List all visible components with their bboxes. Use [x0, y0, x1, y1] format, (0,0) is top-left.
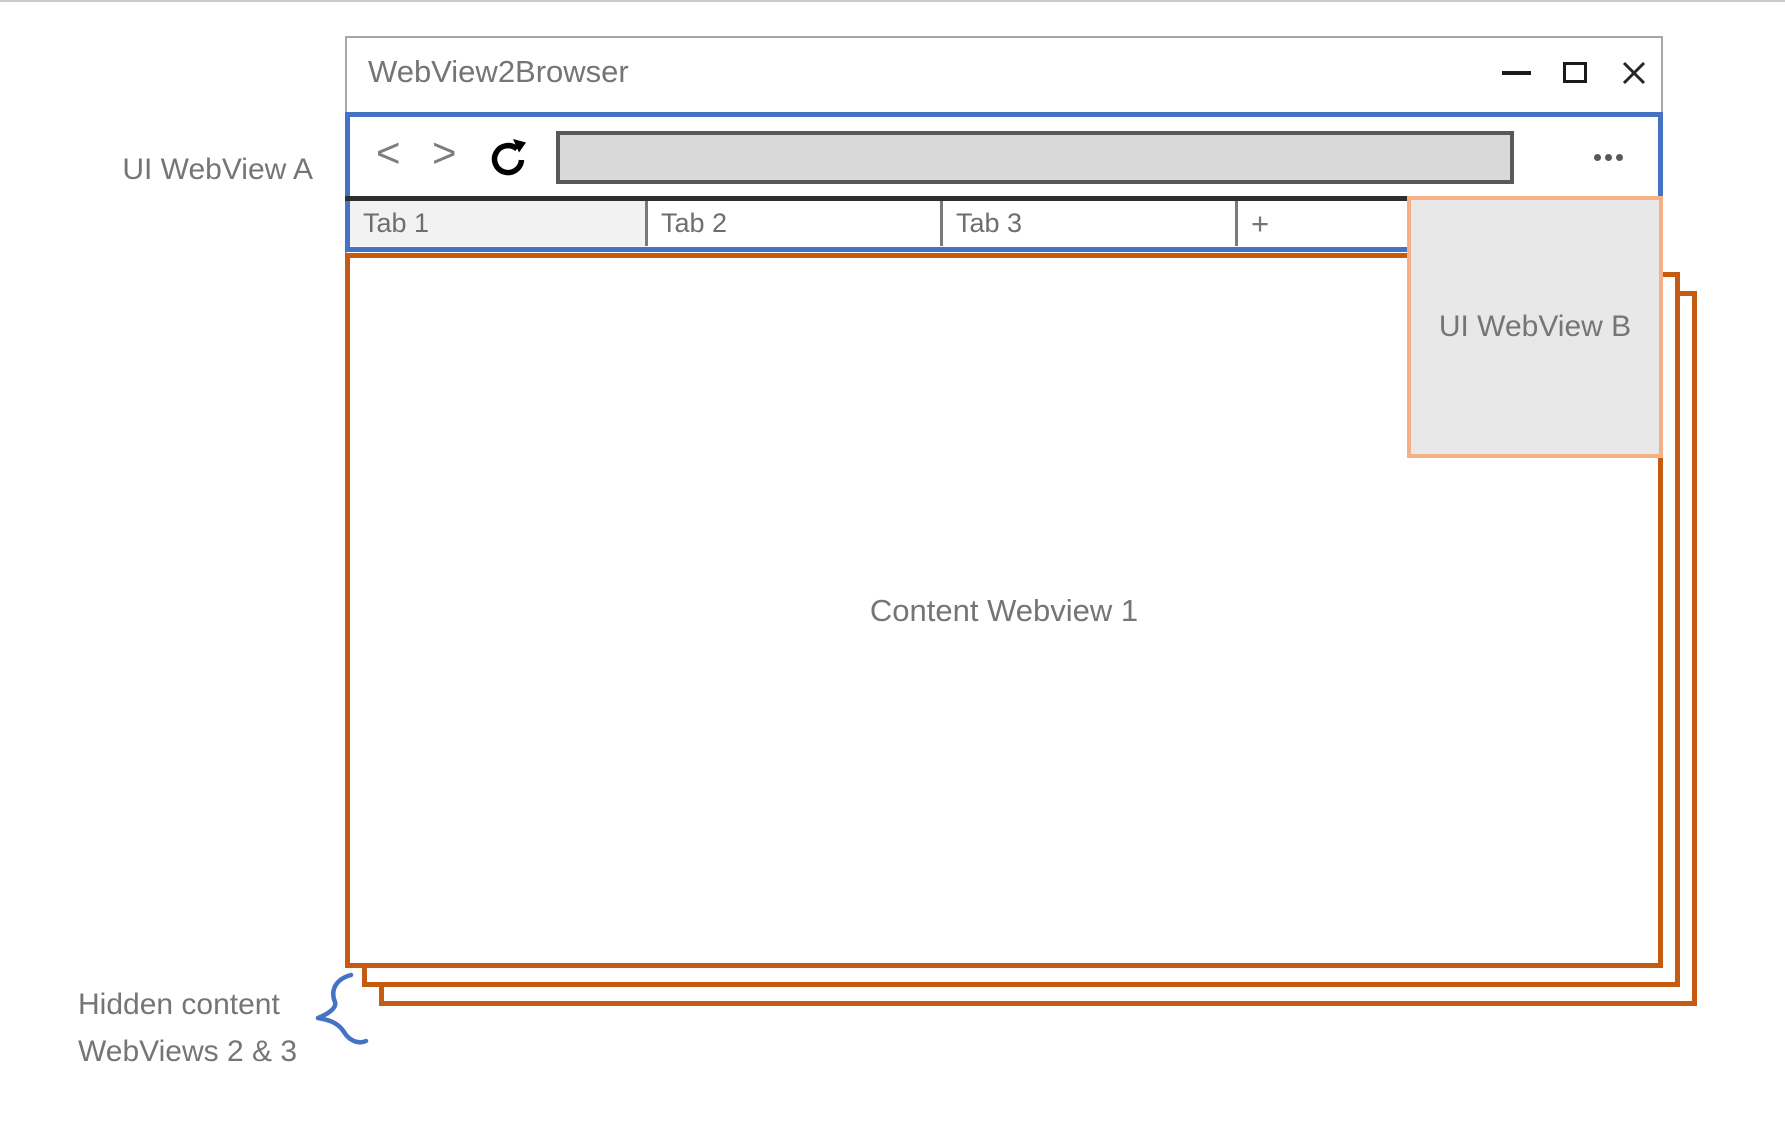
tab-2-label: Tab 2 — [661, 208, 728, 238]
ellipsis-icon — [1593, 153, 1623, 161]
annotation-ui-webview-a: UI WebView A — [122, 153, 313, 186]
tab-1-label: Tab 1 — [363, 208, 430, 238]
maximize-button[interactable] — [1559, 57, 1591, 89]
tab-3[interactable]: Tab 3 — [943, 201, 1235, 246]
new-tab-button[interactable]: + — [1238, 201, 1403, 246]
tab-separator — [1235, 201, 1238, 246]
forward-button[interactable]: > — [432, 132, 457, 174]
minimize-button[interactable] — [1500, 57, 1532, 89]
reload-button[interactable] — [487, 138, 529, 180]
tab-3-label: Tab 3 — [956, 208, 1023, 238]
page-top-divider — [0, 0, 1785, 2]
annotation-hidden-line2: WebViews 2 & 3 — [78, 1035, 298, 1068]
window-controls — [1500, 50, 1650, 95]
tab-1[interactable]: Tab 1 — [350, 201, 645, 246]
minimize-icon — [1501, 70, 1531, 75]
ui-webview-b-region: UI WebView B — [1407, 196, 1663, 458]
close-button[interactable] — [1618, 57, 1650, 89]
ui-webview-b-label: UI WebView B — [1438, 310, 1632, 343]
close-icon — [1622, 61, 1646, 84]
content-webview-1-label: Content Webview 1 — [869, 592, 1139, 628]
tab-separator — [645, 201, 648, 246]
annotation-hidden-line1: Hidden content — [78, 988, 280, 1021]
back-button[interactable]: < — [376, 132, 401, 174]
plus-icon: + — [1251, 205, 1270, 241]
chevron-left-icon: < — [376, 129, 401, 176]
brace-icon — [315, 972, 369, 1045]
tab-strip-top-border — [345, 196, 1408, 201]
chevron-right-icon: > — [432, 129, 457, 176]
menu-button[interactable] — [1586, 146, 1630, 168]
refresh-icon — [491, 139, 526, 176]
address-bar-input[interactable] — [556, 131, 1514, 184]
tab-2[interactable]: Tab 2 — [648, 201, 940, 246]
maximize-icon — [1563, 62, 1587, 83]
annotation-hidden-webviews: Hidden content WebViews 2 & 3 — [78, 981, 297, 1075]
window-title: WebView2Browser — [368, 54, 629, 89]
tab-separator — [940, 201, 943, 246]
